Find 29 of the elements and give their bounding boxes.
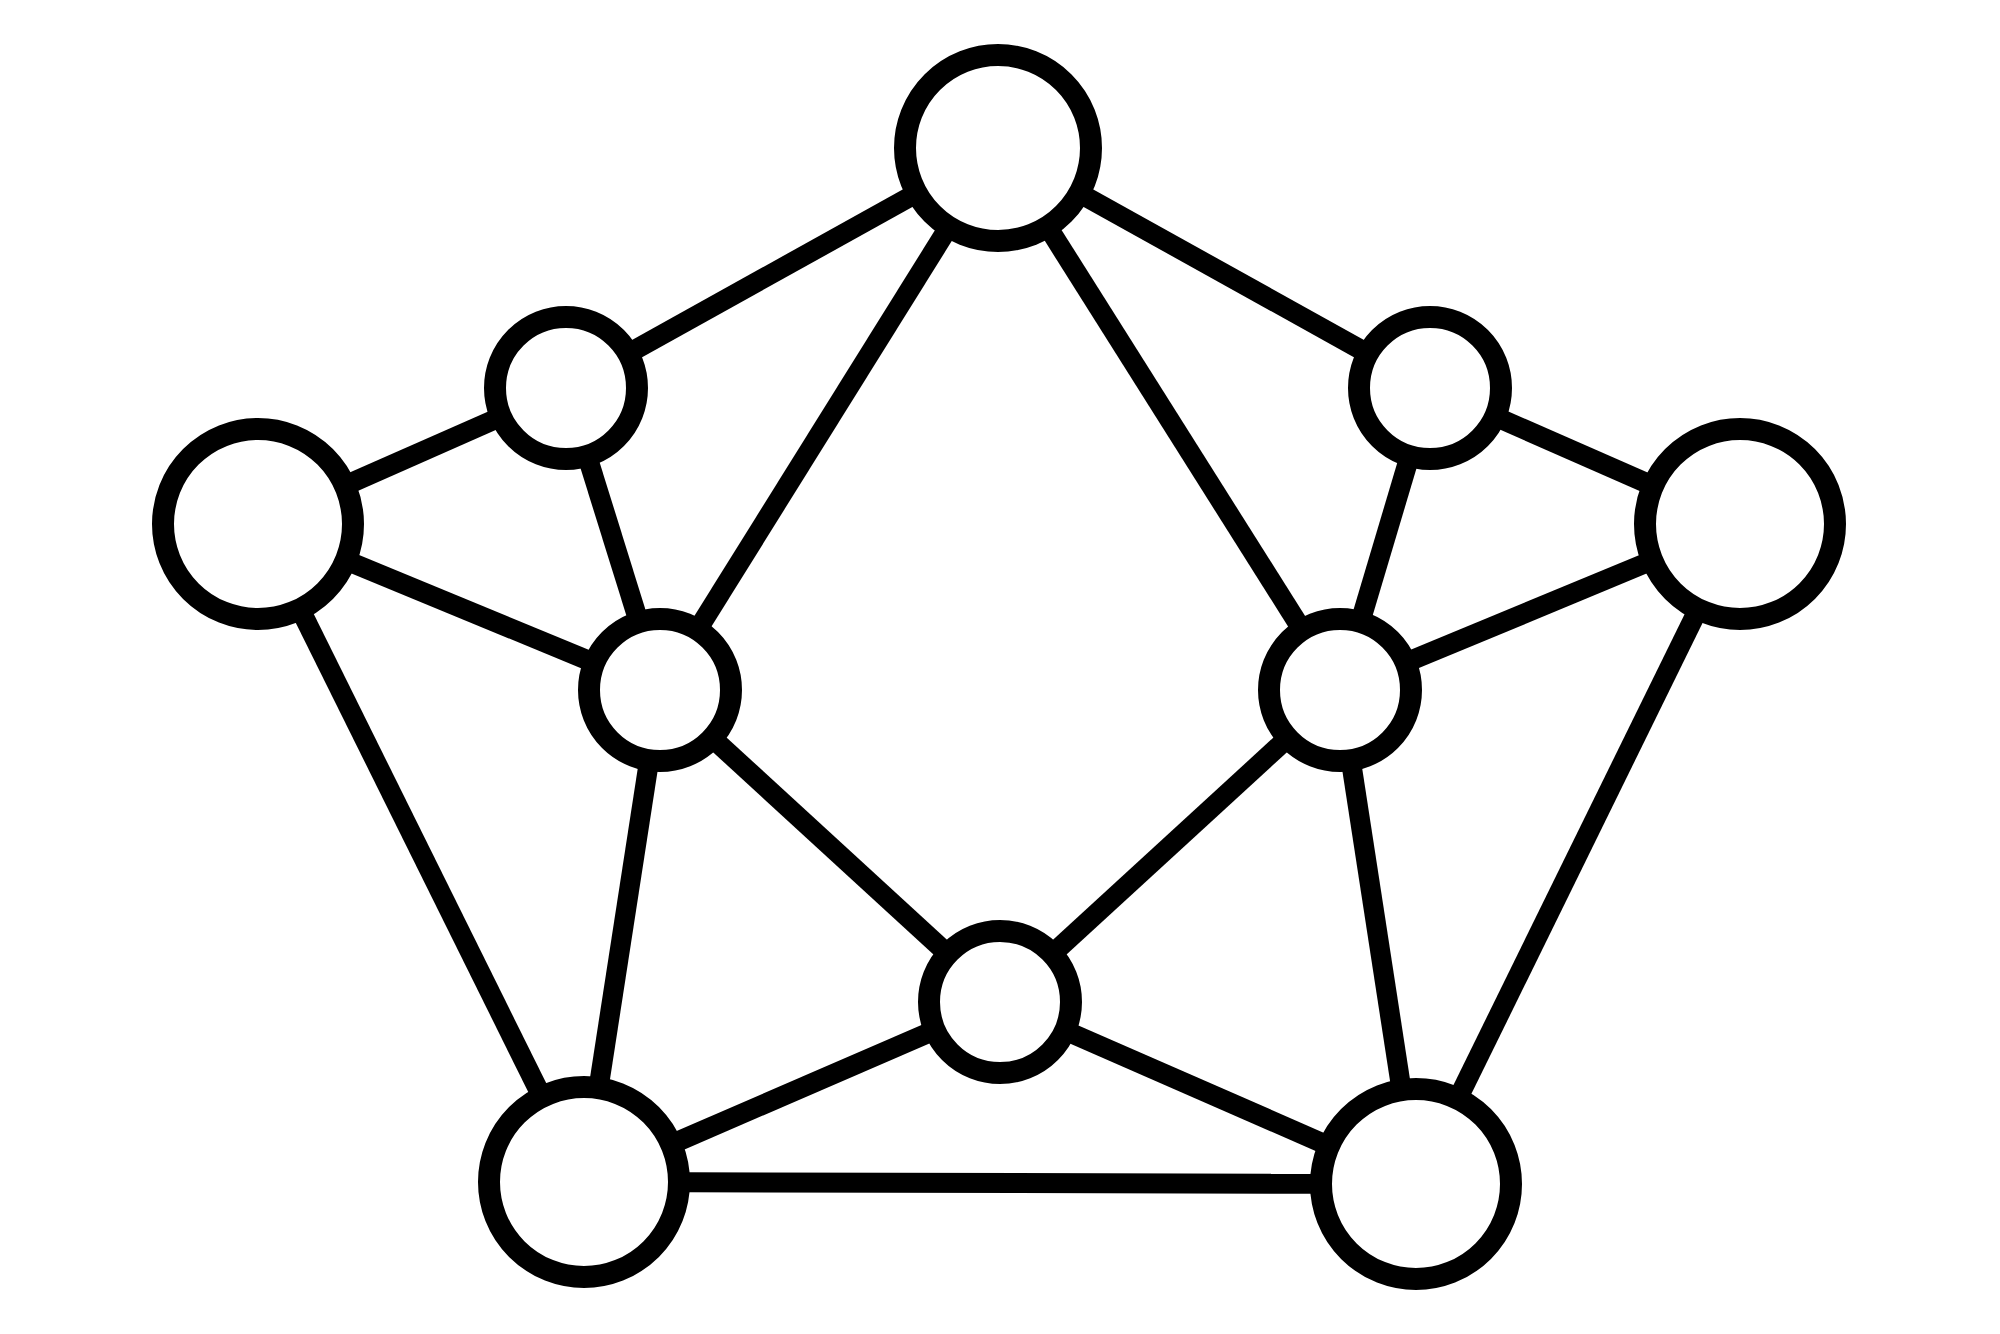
connector-line (1052, 736, 1288, 956)
connector-line (349, 411, 497, 492)
connector-line (712, 736, 948, 956)
node-circle (152, 418, 364, 630)
node-circle (918, 920, 1082, 1084)
node-circle (1258, 608, 1422, 772)
connector-line (590, 767, 658, 1081)
node-circle (578, 608, 742, 772)
node-circle (478, 1076, 690, 1288)
connector-line (350, 554, 590, 669)
node-circle (484, 306, 648, 470)
connector-line (1342, 767, 1411, 1083)
connector-line (580, 461, 646, 617)
node-circle (1348, 306, 1512, 470)
connector-line (1069, 1024, 1325, 1152)
node-circle (1634, 418, 1846, 630)
node-circle (1310, 1078, 1522, 1290)
connector-line (693, 229, 953, 628)
connector-line (1499, 410, 1649, 492)
connector-line (295, 612, 547, 1094)
connector-line (631, 188, 914, 358)
connector-line (1082, 188, 1365, 358)
connector-line (1452, 612, 1704, 1096)
connector-line (687, 1172, 1313, 1194)
connector-line (1043, 228, 1306, 628)
connector-line (1410, 554, 1648, 669)
node-circle (894, 44, 1102, 252)
connector-line (675, 1024, 931, 1150)
connector-line (1353, 461, 1417, 617)
